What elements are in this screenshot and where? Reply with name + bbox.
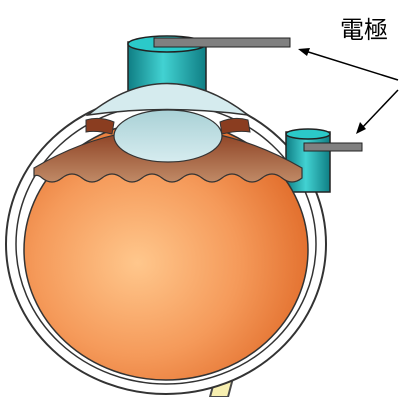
side-electrode-cylinder bbox=[286, 132, 330, 192]
electrode-label: 電極 bbox=[340, 10, 388, 45]
arrowhead-top bbox=[298, 48, 310, 56]
top-electrode-bar bbox=[154, 38, 290, 47]
arrow-to-top-electrode bbox=[302, 50, 398, 80]
side-electrode-cap bbox=[286, 129, 330, 139]
arrow-to-side-electrode bbox=[360, 90, 398, 130]
iris-right bbox=[220, 118, 250, 134]
side-electrode-bar bbox=[304, 143, 362, 151]
iris-left bbox=[86, 118, 114, 134]
lens bbox=[114, 110, 222, 162]
arrowhead-side bbox=[356, 122, 366, 134]
